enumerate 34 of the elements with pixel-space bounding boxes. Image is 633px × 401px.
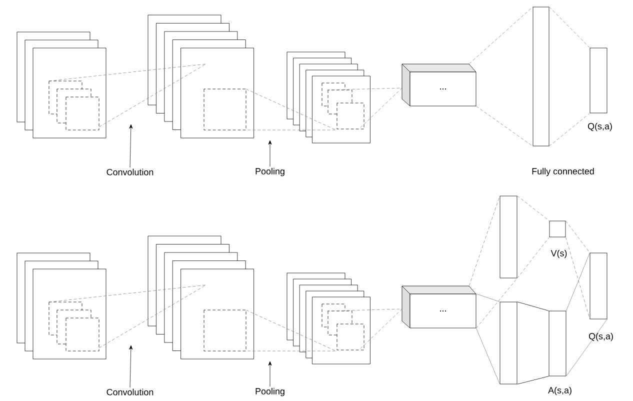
connector-line [566, 319, 608, 376]
connector-line [517, 237, 550, 278]
connector-line [476, 328, 500, 384]
layer-bar [500, 302, 518, 384]
connector-line [566, 220, 590, 253]
arrow [129, 124, 133, 168]
output-label: A(s,a) [548, 386, 572, 396]
output-label: Q(s,a) [588, 332, 613, 342]
connector-line [566, 237, 590, 320]
cuboid: ... [402, 286, 476, 328]
connector-line [549, 6, 590, 48]
connector-line [476, 278, 518, 328]
connector-line [476, 106, 533, 146]
output-label: Q(s,a) [588, 122, 612, 132]
connector-line [517, 196, 550, 221]
layer-label: Convolution [106, 388, 154, 396]
connector-line [566, 252, 590, 311]
connector-line [476, 294, 500, 302]
connector-line [549, 113, 590, 146]
layer-label: Pooling [256, 168, 284, 176]
layer-bar [500, 196, 518, 278]
arrow [268, 140, 272, 167]
connector-line [469, 196, 500, 286]
cuboid: ... [402, 64, 476, 106]
layer-label: Convolution [106, 168, 154, 176]
arrow [268, 361, 272, 387]
output-label: V(s) [550, 250, 567, 258]
layer-bar [532, 6, 550, 146]
section-label: Fully connected [532, 168, 594, 176]
connector-line [517, 302, 549, 311]
connector-line [517, 376, 549, 384]
layer-label: Pooling [256, 388, 284, 396]
arrow [129, 345, 133, 388]
connector-line [469, 6, 533, 64]
